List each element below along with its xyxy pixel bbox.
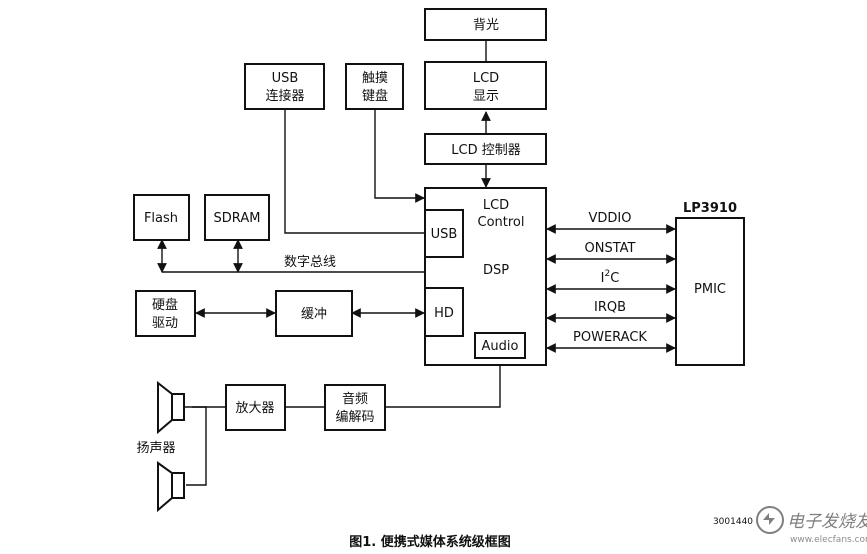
link-keyboard-dsp bbox=[374, 109, 425, 203]
link-speaker-top bbox=[184, 406, 207, 486]
lcd-controller-label: LCD 控制器 bbox=[451, 143, 520, 158]
speaker-bottom-icon bbox=[157, 461, 185, 513]
touch-keyboard-label-1: 触摸 bbox=[362, 71, 388, 86]
backlight-box bbox=[424, 8, 547, 41]
dsp-label: DSP bbox=[483, 263, 509, 278]
hard-drive-box bbox=[135, 290, 196, 337]
audio-codec-label-2: 编解码 bbox=[335, 410, 374, 425]
onstat-label: ONSTAT bbox=[585, 241, 636, 256]
usb-port-box bbox=[424, 209, 464, 258]
sdram-label: SDRAM bbox=[214, 211, 261, 226]
watermark-logo-text: 电子发烧友 bbox=[787, 512, 867, 532]
audio-codec-label-1: 音频 bbox=[342, 391, 368, 407]
hd-port-box bbox=[424, 287, 464, 337]
audio-port-label: Audio bbox=[482, 339, 519, 354]
dsp-lcd-control-label-2: Control bbox=[478, 215, 525, 230]
figure-code: 3001440 bbox=[713, 517, 753, 527]
lcd-display-box bbox=[424, 61, 547, 110]
backlight-label: 背光 bbox=[473, 18, 499, 33]
watermark-url: www.elecfans.com bbox=[790, 535, 867, 545]
usb-connector-label-2: 连接器 bbox=[265, 88, 304, 104]
lp3910-label: LP3910 bbox=[683, 201, 737, 216]
usb-connector-label-1: USB bbox=[272, 71, 299, 86]
lcd-display-label-2: 显示 bbox=[473, 89, 499, 104]
audio-codec-box bbox=[324, 384, 386, 431]
dsp-lcd-control-label-1: LCD bbox=[483, 198, 509, 213]
watermark-logo: 电子发烧友 www.elecfans.com bbox=[756, 506, 867, 545]
link-audio-codec bbox=[386, 364, 501, 408]
buffer-label: 缓冲 bbox=[301, 307, 327, 322]
usb-port-label: USB bbox=[431, 227, 458, 242]
data-bus-label: 数字总线 bbox=[284, 255, 336, 270]
lcd-controller-box bbox=[424, 133, 547, 165]
pmic-box bbox=[675, 217, 745, 366]
speaker-top-icon bbox=[157, 380, 185, 435]
hd-port-label: HD bbox=[434, 306, 454, 321]
usb-connector-box bbox=[244, 63, 325, 110]
audio-port-box bbox=[474, 332, 526, 359]
amplifier-label: 放大器 bbox=[235, 401, 274, 416]
vddio-label: VDDIO bbox=[589, 211, 632, 226]
hard-drive-label-1: 硬盘 bbox=[152, 297, 178, 313]
lcd-display-label-1: LCD bbox=[473, 71, 499, 86]
speaker-label: 扬声器 bbox=[136, 441, 175, 456]
amplifier-box bbox=[225, 384, 286, 431]
buffer-box bbox=[275, 290, 353, 337]
i2c-label: I2C bbox=[601, 269, 620, 286]
sdram-box bbox=[204, 194, 270, 241]
irqb-label: IRQB bbox=[594, 300, 626, 315]
pmic-label: PMIC bbox=[694, 282, 726, 297]
touch-keyboard-label-2: 键盘 bbox=[362, 88, 388, 104]
flash-box bbox=[133, 194, 190, 241]
link-usb-connector bbox=[284, 109, 424, 234]
figure-caption: 图1. 便携式媒体系统级框图 bbox=[349, 534, 511, 550]
hard-drive-label-2: 驱动 bbox=[152, 316, 178, 331]
touch-keyboard-box bbox=[345, 63, 404, 110]
flash-label: Flash bbox=[144, 211, 178, 226]
poweack-label: POWERACK bbox=[573, 330, 647, 345]
